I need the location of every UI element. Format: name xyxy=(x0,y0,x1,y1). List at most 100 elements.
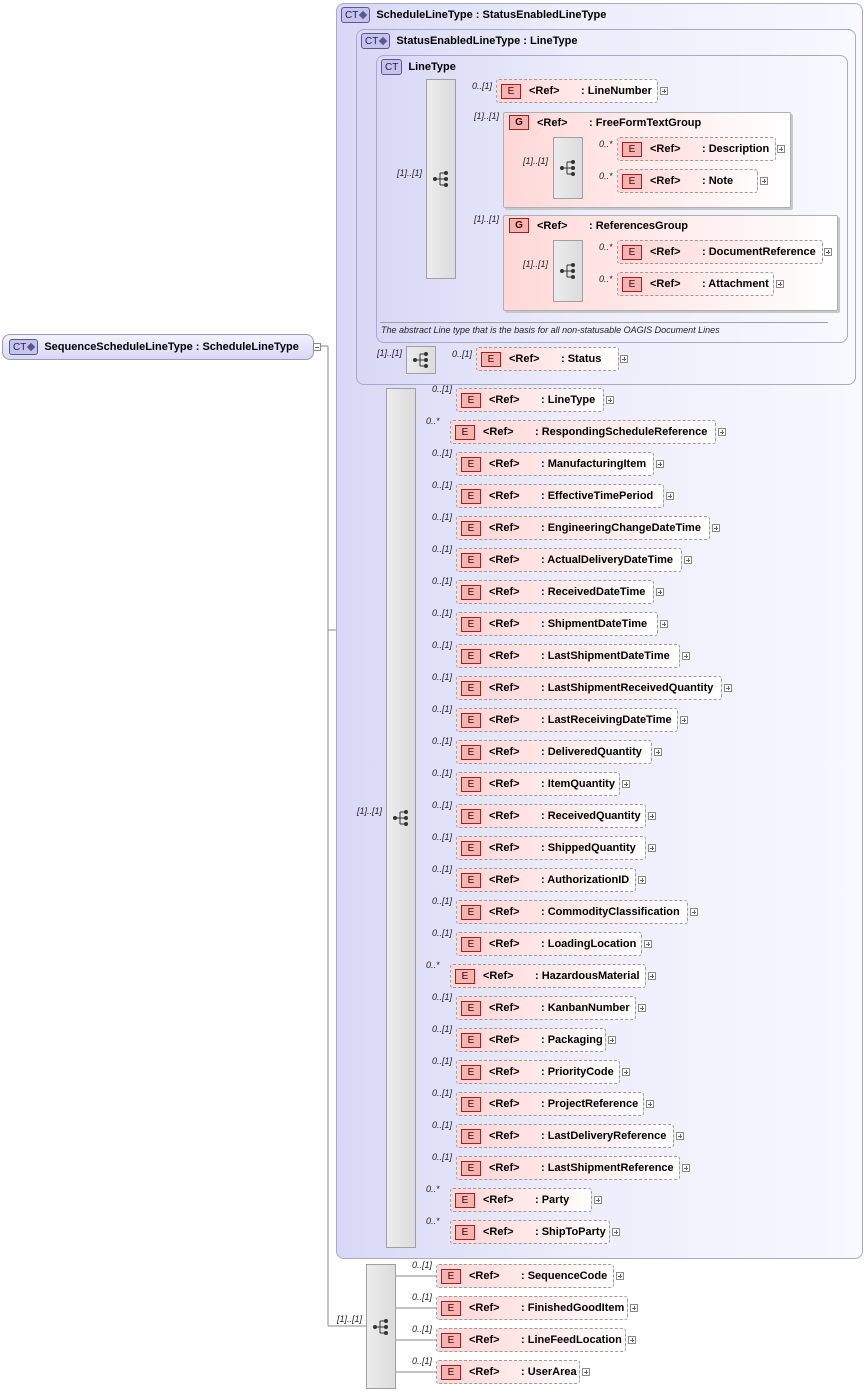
expand-icon[interactable] xyxy=(724,684,732,692)
expand-icon[interactable] xyxy=(622,1068,630,1076)
expand-icon[interactable] xyxy=(606,396,614,404)
element-icon: E xyxy=(441,1300,461,1316)
element-card[interactable]: E<Ref>: HazardousMaterial xyxy=(450,964,646,988)
element-line-number[interactable]: E <Ref> : LineNumber xyxy=(496,79,658,103)
expand-icon[interactable] xyxy=(680,716,688,724)
element-card[interactable]: E<Ref>: SequenceCode xyxy=(436,1264,614,1288)
expand-icon[interactable] xyxy=(594,1196,602,1204)
sequence-schedule-line-sequence[interactable] xyxy=(366,1264,396,1389)
element-card[interactable]: E<Ref>: EffectiveTimePeriod xyxy=(456,484,664,508)
ref-label: <Ref> xyxy=(537,219,568,232)
free-form-sequence[interactable] xyxy=(553,137,583,199)
element-card[interactable]: E<Ref>: EngineeringChangeDateTime xyxy=(456,516,710,540)
element-name: : Description xyxy=(702,143,770,155)
element-card[interactable]: E<Ref>: ReceivedDateTime xyxy=(456,580,654,604)
element-attachment[interactable]: E <Ref> : Attachment xyxy=(617,272,774,296)
expand-icon[interactable] xyxy=(648,972,656,980)
expand-icon[interactable] xyxy=(682,1164,690,1172)
expand-icon[interactable] xyxy=(690,908,698,916)
element-name: : LineNumber xyxy=(581,85,652,97)
element-status[interactable]: E <Ref> : Status xyxy=(476,347,619,371)
expand-icon[interactable] xyxy=(824,248,832,256)
element-document-reference[interactable]: E <Ref> : DocumentReference xyxy=(617,240,823,264)
schedule-line-sequence[interactable] xyxy=(386,388,416,1248)
element-card[interactable]: E<Ref>: Party xyxy=(450,1188,592,1212)
expand-icon[interactable] xyxy=(638,876,646,884)
element-card[interactable]: E<Ref>: ShipmentDateTime xyxy=(456,612,658,636)
line-type-sequence[interactable] xyxy=(426,79,456,279)
element-card[interactable]: E<Ref>: Packaging xyxy=(456,1028,606,1052)
element-card[interactable]: E<Ref>: ProjectReference xyxy=(456,1092,644,1116)
element-card[interactable]: E<Ref>: LineFeedLocation xyxy=(436,1328,626,1352)
element-card[interactable]: E<Ref>: DeliveredQuantity xyxy=(456,740,652,764)
ref-label: <Ref> xyxy=(489,778,520,790)
element-card[interactable]: E<Ref>: UserArea xyxy=(436,1360,580,1384)
element-card[interactable]: E<Ref>: LoadingLocation xyxy=(456,932,642,956)
expand-icon[interactable] xyxy=(630,1304,638,1312)
expand-icon[interactable] xyxy=(777,145,785,153)
multiplicity-label: 0..[1] xyxy=(432,608,453,618)
expand-icon[interactable] xyxy=(628,1336,636,1344)
element-card[interactable]: E<Ref>: FinishedGoodItem xyxy=(436,1296,628,1320)
expand-icon[interactable] xyxy=(656,588,664,596)
element-card[interactable]: E<Ref>: LastDeliveryReference xyxy=(456,1124,674,1148)
element-card[interactable]: E<Ref>: ActualDeliveryDateTime xyxy=(456,548,682,572)
element-card[interactable]: E<Ref>: ShipToParty xyxy=(450,1220,610,1244)
element-name: : EffectiveTimePeriod xyxy=(541,490,654,502)
element-card[interactable]: E<Ref>: PriorityCode xyxy=(456,1060,620,1084)
expand-icon[interactable] xyxy=(646,1100,654,1108)
element-card[interactable]: E<Ref>: LastShipmentDateTime xyxy=(456,644,680,668)
collapse-icon[interactable] xyxy=(313,343,321,351)
references-sequence[interactable] xyxy=(553,240,583,302)
element-card[interactable]: E<Ref>: ItemQuantity xyxy=(456,772,620,796)
element-icon: E xyxy=(441,1268,461,1284)
expand-icon[interactable] xyxy=(776,280,784,288)
element-card[interactable]: E<Ref>: ShippedQuantity xyxy=(456,836,646,860)
status-enabled-line-type-header: CT StatusEnabledLineType : LineType xyxy=(361,33,577,49)
element-card[interactable]: E<Ref>: LastShipmentReference xyxy=(456,1156,680,1180)
expand-icon[interactable] xyxy=(620,355,628,363)
multiplicity-label: 0..[1] xyxy=(432,576,453,586)
expand-icon[interactable] xyxy=(622,780,630,788)
expand-icon[interactable] xyxy=(666,492,674,500)
expand-icon[interactable] xyxy=(644,940,652,948)
element-card[interactable]: E<Ref>: LastShipmentReceivedQuantity xyxy=(456,676,722,700)
element-name: : FinishedGoodItem xyxy=(521,1302,625,1314)
expand-icon[interactable] xyxy=(682,652,690,660)
ref-label: <Ref> xyxy=(489,394,520,406)
element-card[interactable]: E<Ref>: ReceivedQuantity xyxy=(456,804,646,828)
root-complex-type[interactable]: CT SequenceScheduleLineType : ScheduleLi… xyxy=(2,334,314,360)
expand-icon[interactable] xyxy=(712,524,720,532)
expand-icon[interactable] xyxy=(616,1272,624,1280)
group-icon: G xyxy=(509,218,529,233)
element-card[interactable]: E<Ref>: AuthorizationID xyxy=(456,868,636,892)
element-card[interactable]: E<Ref>: CommodityClassification xyxy=(456,900,688,924)
expand-icon[interactable] xyxy=(654,748,662,756)
multiplicity-label: 0..[1] xyxy=(432,896,453,906)
element-card[interactable]: E<Ref>: LineType xyxy=(456,388,604,412)
expand-icon[interactable] xyxy=(582,1368,590,1376)
expand-icon[interactable] xyxy=(612,1228,620,1236)
element-card[interactable]: E<Ref>: LastReceivingDateTime xyxy=(456,708,678,732)
element-note[interactable]: E <Ref> : Note xyxy=(617,169,758,193)
expand-icon[interactable] xyxy=(638,1004,646,1012)
expand-icon[interactable] xyxy=(718,428,726,436)
element-card[interactable]: E<Ref>: ManufacturingItem xyxy=(456,452,654,476)
element-description[interactable]: E <Ref> : Description xyxy=(617,137,776,161)
ref-label: <Ref> xyxy=(489,842,520,854)
expand-icon[interactable] xyxy=(648,844,656,852)
multiplicity-label: 0..[1] xyxy=(412,1260,433,1270)
expand-icon[interactable] xyxy=(660,87,668,95)
expand-icon[interactable] xyxy=(760,177,768,185)
complex-type-icon: CT xyxy=(361,33,391,49)
expand-icon[interactable] xyxy=(608,1036,616,1044)
status-sequence[interactable] xyxy=(406,346,436,374)
element-card[interactable]: E<Ref>: KanbanNumber xyxy=(456,996,636,1020)
expand-icon[interactable] xyxy=(676,1132,684,1140)
multiplicity-label: 0..[1] xyxy=(432,1152,453,1162)
expand-icon[interactable] xyxy=(684,556,692,564)
expand-icon[interactable] xyxy=(656,460,664,468)
element-card[interactable]: E<Ref>: RespondingScheduleReference xyxy=(450,420,716,444)
expand-icon[interactable] xyxy=(648,812,656,820)
expand-icon[interactable] xyxy=(660,620,668,628)
